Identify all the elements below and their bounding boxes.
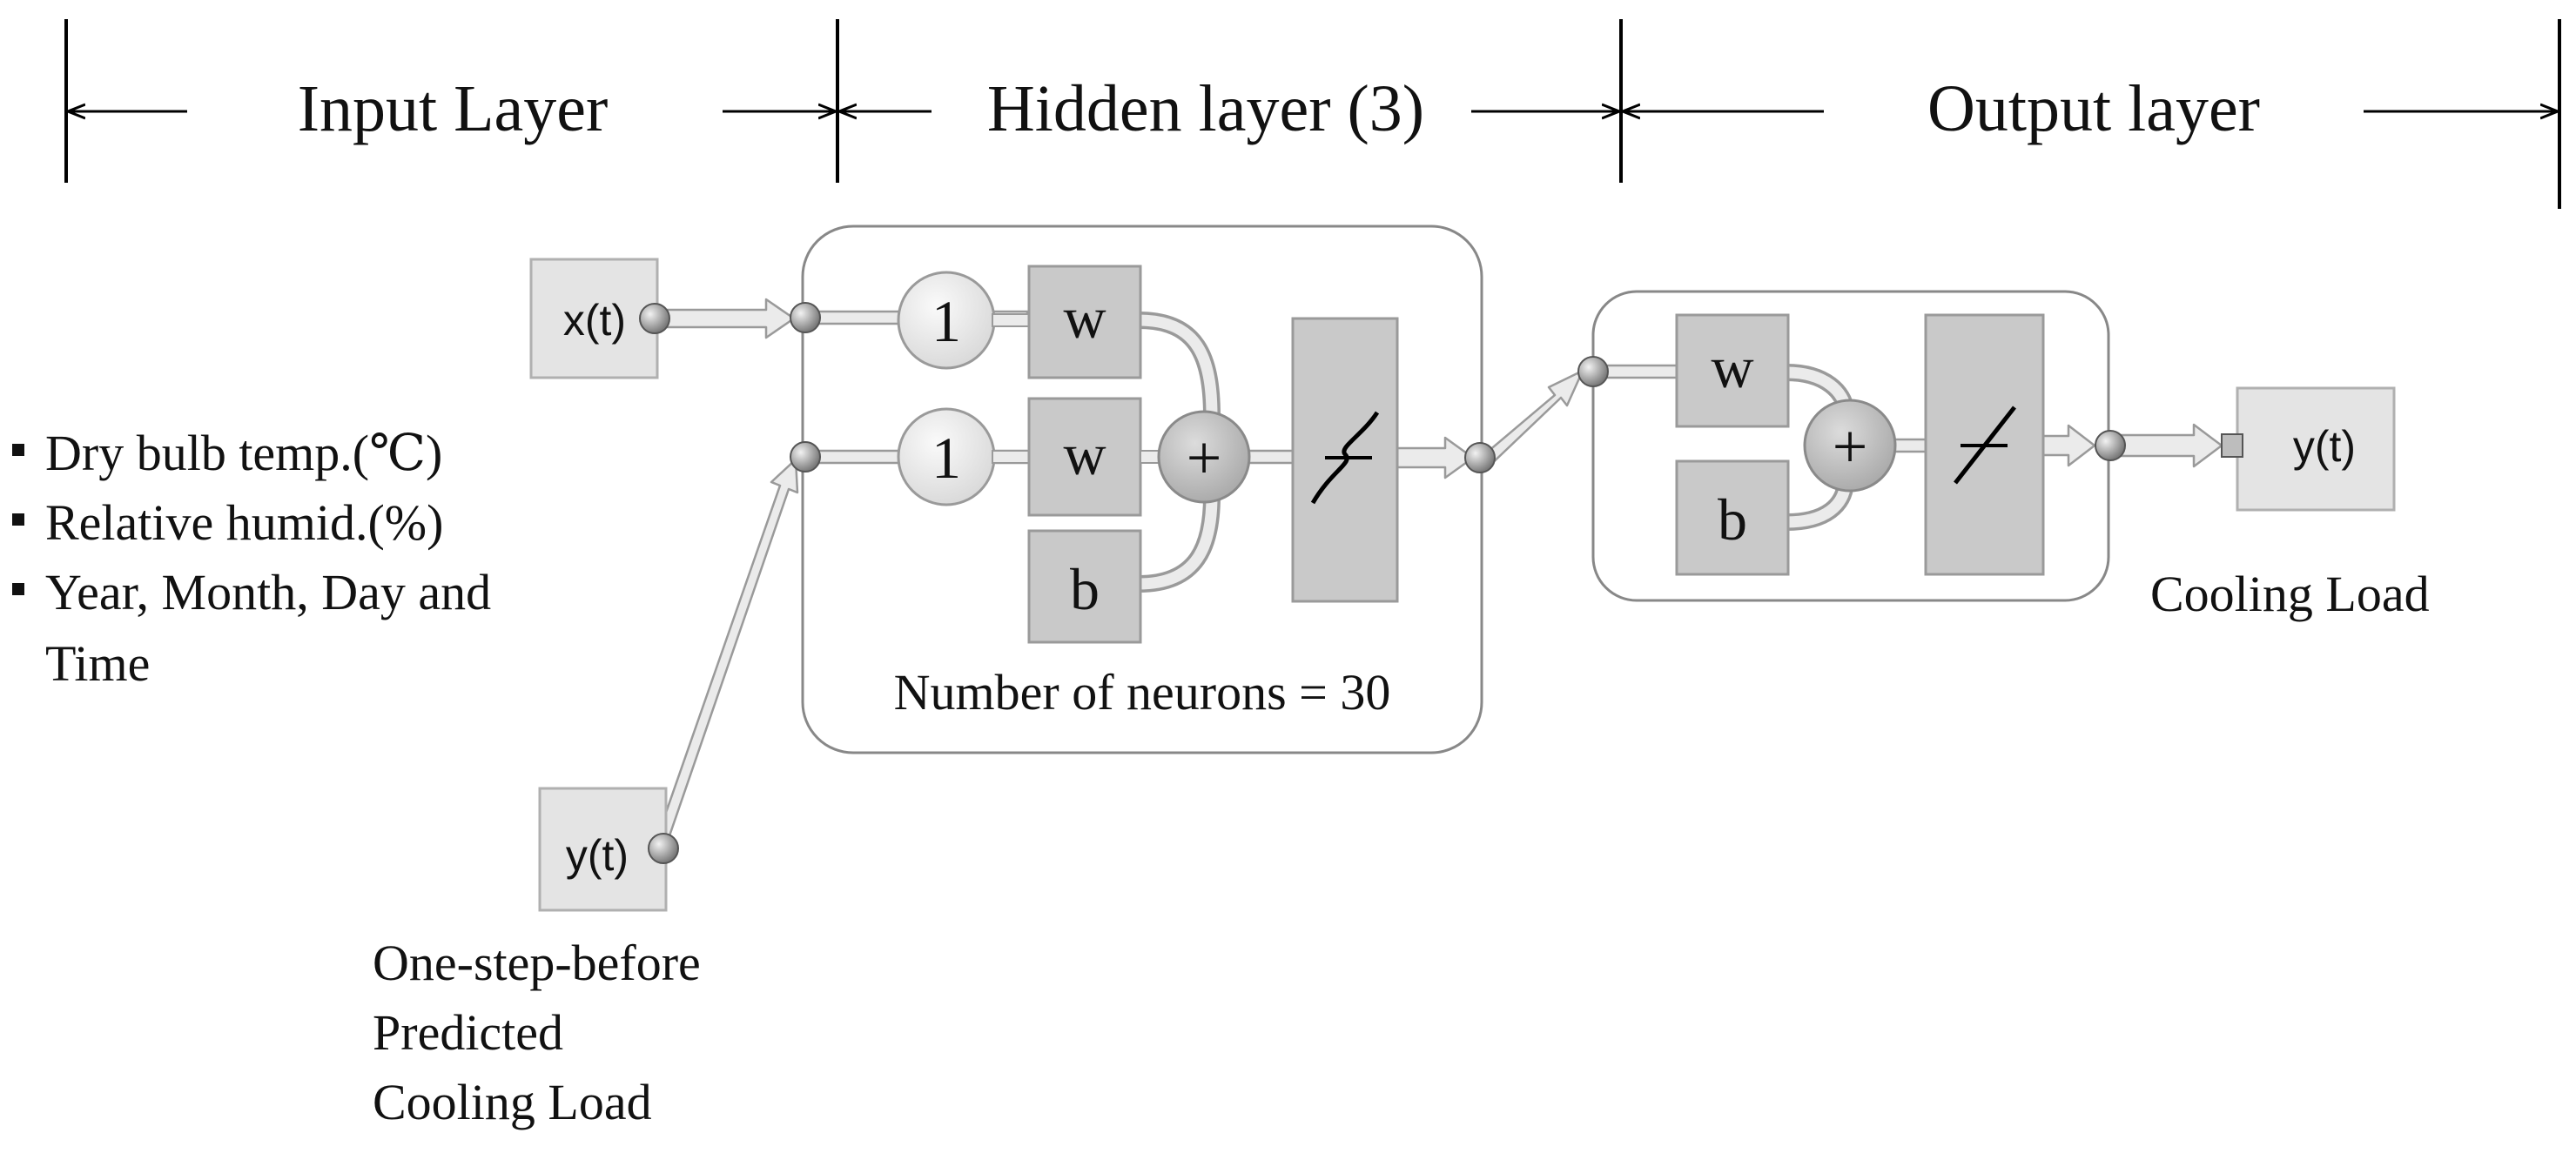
hidden-weight-2: w [1027,397,1142,517]
layer-header: Input Layer Hidden layer (3) Output laye… [64,19,2561,209]
output-caption: Cooling Load [2150,566,2430,622]
feature-item: Dry bulb temp.(℃) [45,425,442,481]
node-hidden-in-2 [790,441,821,473]
output-weight: w [1675,313,1790,428]
output-y-box: y(t) [2236,386,2396,512]
delay-node-1: 1 [897,271,996,370]
neurons-caption: Number of neurons = 30 [894,664,1391,721]
curve-w1-to-sum-inner [1133,314,1218,422]
feedback-caption-line: Cooling Load [373,1074,652,1130]
input-x-label: x(t) [563,296,626,345]
hidden-weight-1: w [1027,265,1142,379]
feature-bullet [12,583,24,595]
output-weight-label: w [1711,334,1753,400]
node-y-out [648,833,679,864]
feedback-caption-line: One-step-before [373,935,701,991]
hidden-sum-node: + [1157,410,1251,504]
hidden-bias: b [1027,529,1142,644]
feature-item: Year, Month, Day and [45,564,491,620]
input-x-box: x(t) [529,258,659,379]
hidden-sum-label: + [1187,423,1222,493]
curve-b-to-sum-inner [1133,490,1218,590]
connector-x-to-hidden [660,298,796,339]
delay2-to-w2-line [992,450,1030,464]
sum-to-transfer-line [1245,449,1296,465]
transfer2-to-output-out [2040,424,2096,467]
output-port [2221,433,2243,458]
input-feature-list: Dry bulb temp.(℃) Relative humid.(%) Yea… [12,425,491,692]
feedback-caption: One-step-before Predicted Cooling Load [373,935,701,1130]
transfer-to-hidden-out [1396,436,1475,479]
delay-node-2: 1 [897,407,996,506]
input-y-box: y(t) [538,787,668,912]
connector-y-feedback [653,458,799,850]
hidden-layer-title: Hidden layer (3) [987,72,1424,145]
hidden-transfer-function [1291,317,1399,603]
output-y-label: y(t) [2293,422,2356,471]
output-transfer-function [1924,313,2045,576]
node-x-out [639,303,670,334]
hidden-weight-1-label: w [1063,285,1106,351]
node-output-out [2095,430,2126,461]
connector-hidden-to-output [1475,369,1584,472]
feature-bullet [12,444,24,456]
output-sum-label: + [1833,412,1868,481]
connector-output-to-y [2109,423,2223,468]
feature-item: Relative humid.(%) [45,494,443,551]
delay-node-2-label: 1 [932,425,961,491]
output-bias-label: b [1718,486,1747,553]
output-sum-node: + [1803,399,1897,493]
hidden-bias-label: b [1070,556,1100,622]
curved-connectors [1130,312,1854,593]
delay1-to-w1-line [992,313,1030,327]
node-hidden-in-1 [790,302,821,333]
feature-item: Time [45,635,150,692]
output-bias: b [1675,459,1790,576]
feature-bullet [12,513,24,526]
input-layer-title: Input Layer [298,72,609,145]
feedback-caption-line: Predicted [373,1004,563,1061]
connections [653,298,2223,850]
tansig-icon [1310,411,1380,505]
delay-node-1-label: 1 [932,288,961,354]
hidden-weight-2-label: w [1063,421,1106,487]
node-output-in [1577,356,1609,387]
node-hidden-out [1464,442,1496,473]
sum2-to-transfer2-line [1892,438,1928,453]
output-layer-title: Output layer [1927,72,2260,145]
input-y-label: y(t) [566,831,629,880]
